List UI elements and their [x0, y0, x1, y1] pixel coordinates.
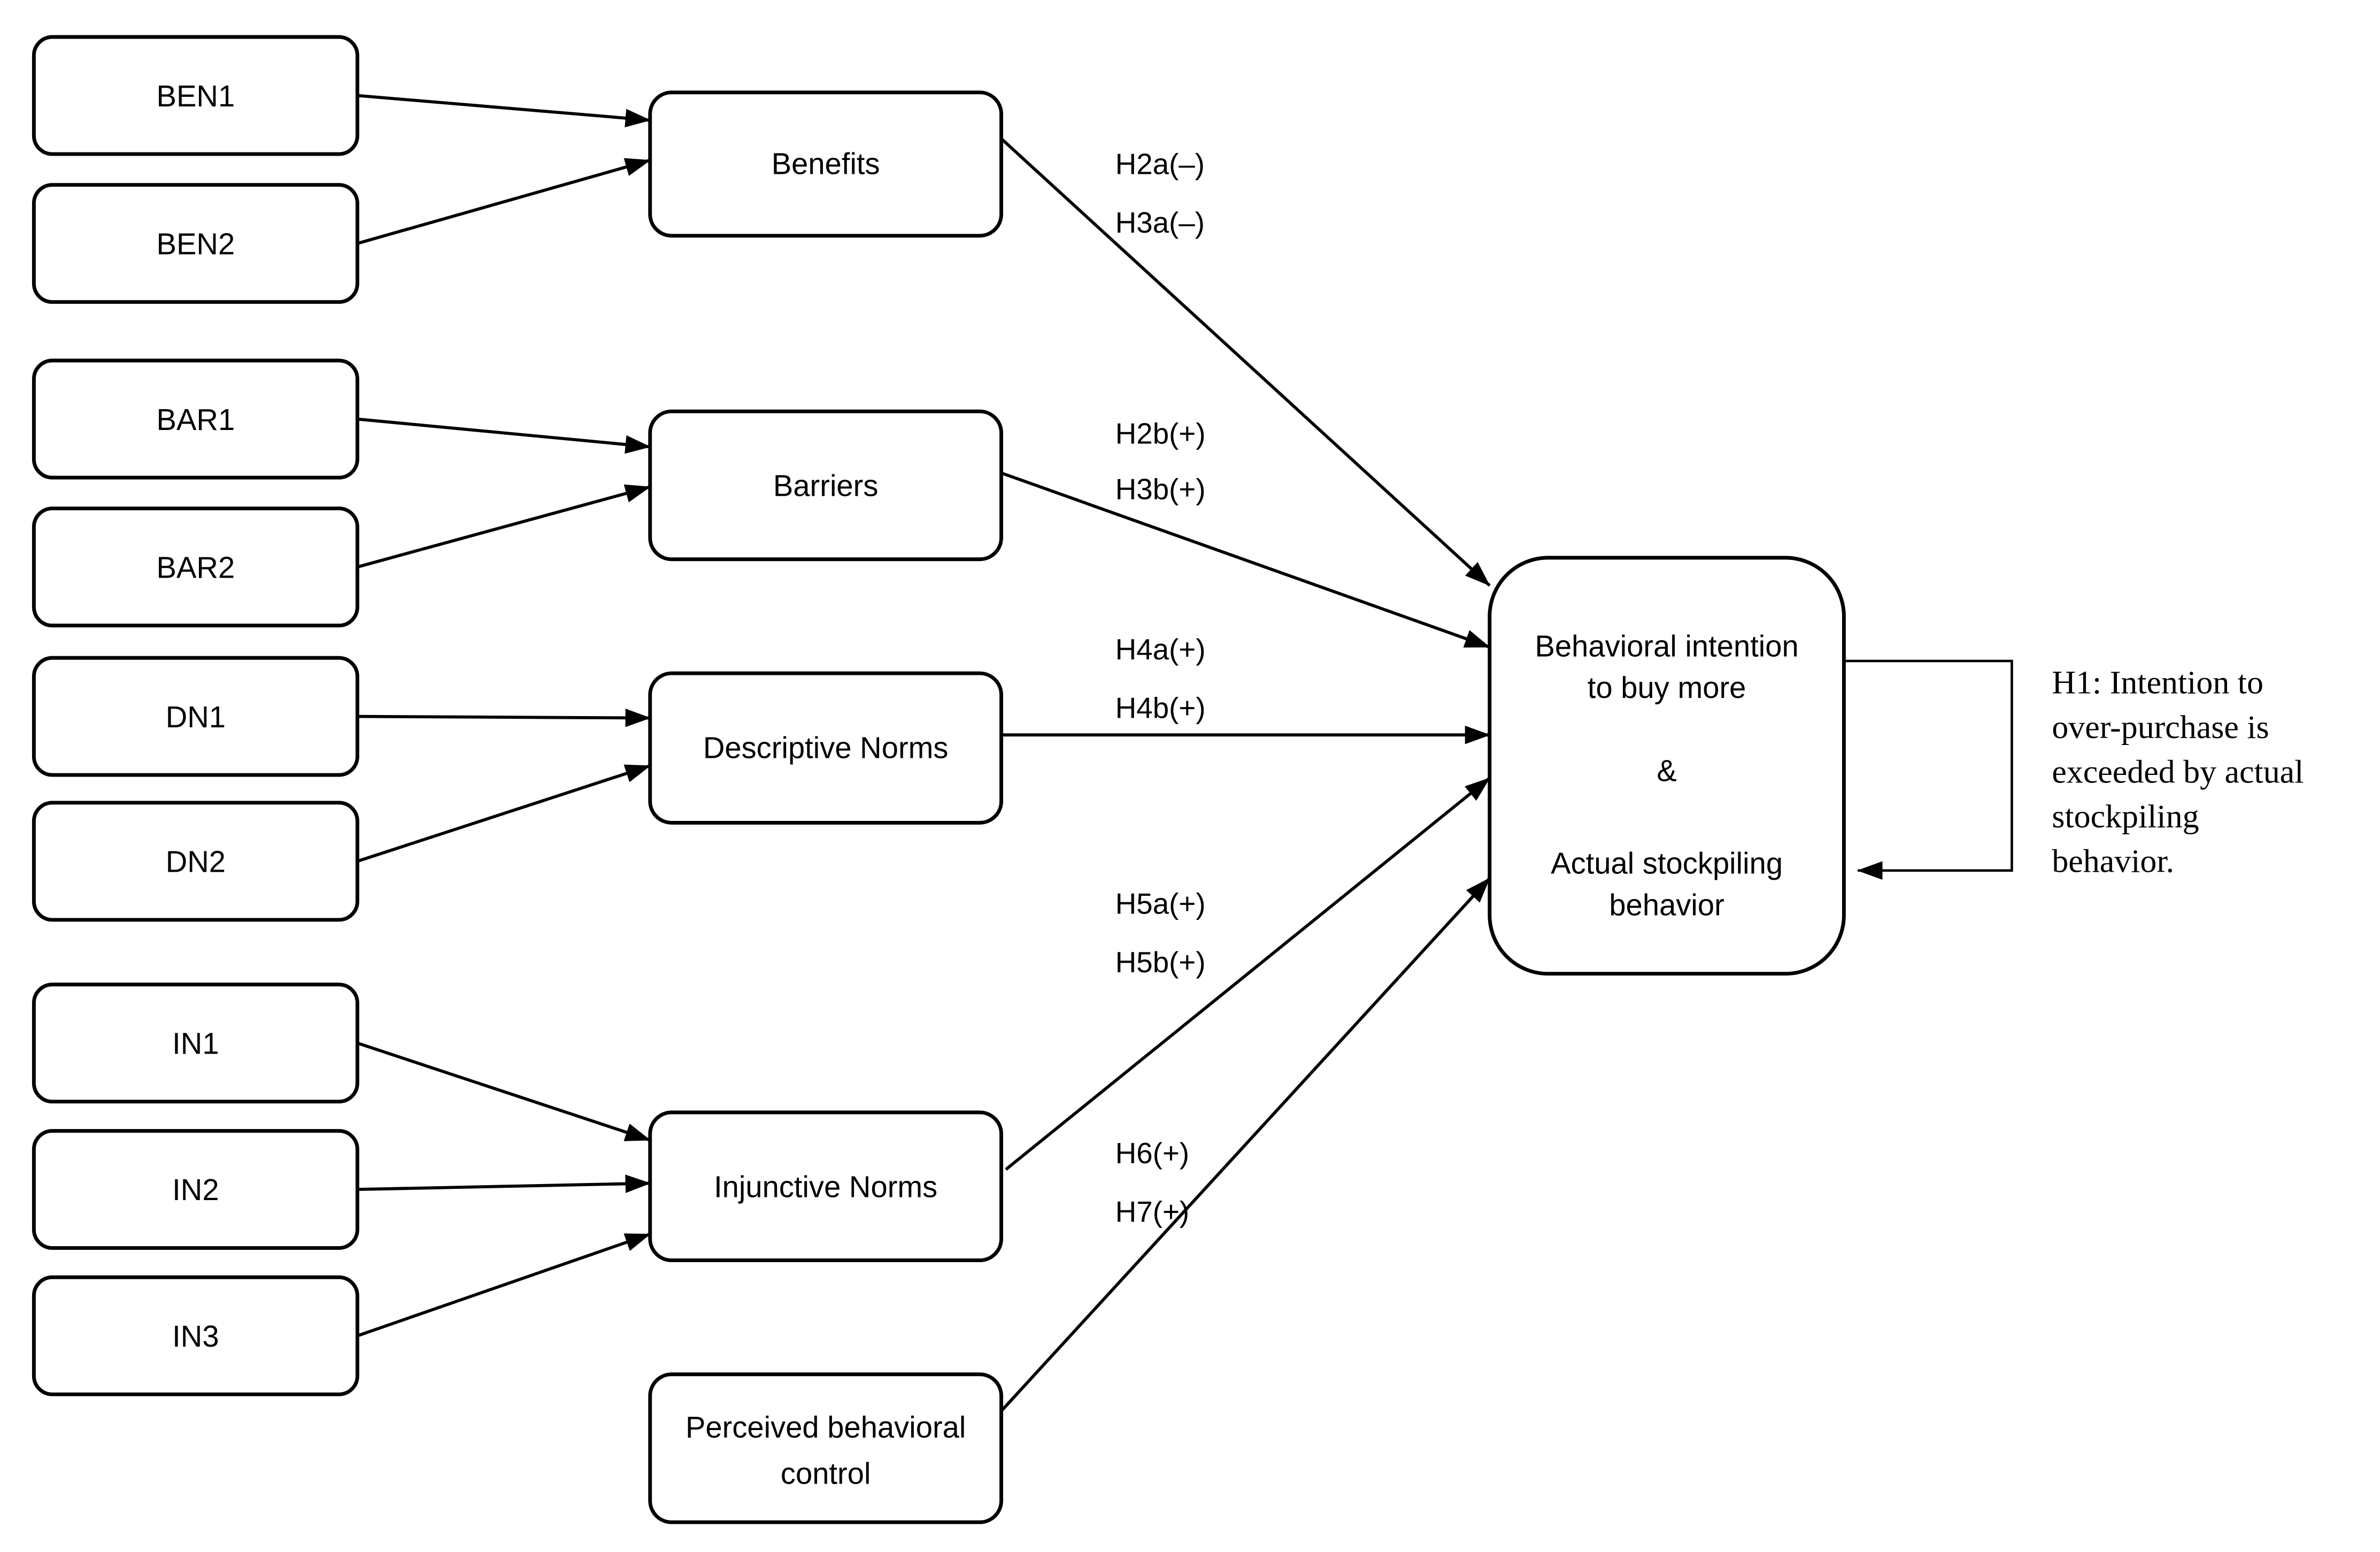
indicator-box-in3 [32, 1275, 359, 1396]
arrow-in3-to-injunctive-norms [357, 1232, 651, 1338]
arrow-ben1-to-benefits [357, 94, 651, 128]
outcome-label-ampersand: & [1657, 754, 1676, 788]
h1-annotation-line4: stockpiling [2052, 798, 2199, 835]
indicator-label-dn1: DN1 [166, 700, 226, 734]
construct-box-barriers [648, 409, 1004, 562]
indicator-box-bar1 [32, 358, 359, 480]
h1-feedback-loop-arrow [1844, 659, 2013, 880]
construct-box-descriptive-norms [648, 671, 1004, 825]
indicator-box-in1 [32, 982, 359, 1104]
arrow-barriers-to-outcome [1000, 471, 1491, 649]
arrow-bar2-to-barriers [357, 484, 651, 568]
hypothesis-label-h2b: H2b(+) [1115, 417, 1206, 450]
indicator-box-dn2 [32, 801, 359, 922]
construct-group: Benefits Barriers Descriptive Norms Inju… [648, 90, 1004, 1524]
indicator-box-ben2 [32, 183, 359, 304]
hypothesis-label-h4b: H4b(+) [1115, 691, 1206, 724]
construct-box-benefits [648, 90, 1004, 238]
arrow-in2-to-injunctive-norms [357, 1174, 651, 1193]
outcome-label-line4: Actual stockpiling [1551, 846, 1783, 880]
construct-label-barriers: Barriers [773, 469, 879, 503]
hypothesis-label-h3b: H3b(+) [1115, 472, 1206, 505]
construct-label-pbc-line1: Perceived behavioral [685, 1410, 966, 1444]
construct-label-descriptive-norms: Descriptive Norms [703, 731, 949, 764]
construct-box-pbc [648, 1372, 1004, 1524]
indicator-label-bar1: BAR1 [157, 403, 235, 436]
h1-annotation-line1: H1: Intention to [2052, 664, 2263, 701]
hypothesis-label-h7: H7(+) [1115, 1195, 1189, 1228]
hypothesis-label-h5a: H5a(+) [1115, 887, 1206, 920]
indicator-box-bar2 [32, 506, 359, 628]
indicator-label-in2: IN2 [172, 1173, 219, 1207]
indicator-box-dn1 [32, 656, 359, 777]
outcome-group: Behavioral intention to buy more & Actua… [1488, 556, 1846, 976]
indicator-label-bar2: BAR2 [157, 550, 235, 584]
hypothesis-label-h5b: H5b(+) [1115, 946, 1206, 979]
outcome-box [1488, 556, 1846, 976]
indicator-box-in2 [32, 1129, 359, 1250]
indicator-group: BEN1 BEN2 BAR1 BAR2 DN1 DN2 IN1 IN2 IN3 [32, 35, 359, 1396]
indicator-label-ben2: BEN2 [157, 227, 235, 260]
hypothesis-labels-group: H2a(–) H3a(–) H2b(+) H3b(+) H4a(+) H4b(+… [1115, 148, 1206, 1228]
indicator-box-ben1 [32, 35, 359, 156]
arrow-in1-to-injunctive-norms [357, 1041, 651, 1142]
arrow-bar1-to-barriers [357, 417, 651, 454]
arrow-dn2-to-descriptive-norms [357, 764, 651, 863]
outcome-label-line1: Behavioral intention [1535, 629, 1799, 663]
hypothesis-label-h2a: H2a(–) [1115, 148, 1205, 181]
indicator-label-ben1: BEN1 [157, 79, 235, 113]
h1-annotation-line2: over-purchase is [2052, 709, 2269, 746]
h1-annotation: H1: Intention to over-purchase is exceed… [2052, 664, 2304, 879]
indicator-label-dn2: DN2 [166, 845, 226, 879]
arrow-pbc-to-outcome [997, 877, 1491, 1416]
indicator-label-in1: IN1 [172, 1027, 219, 1061]
construct-label-injunctive-norms: Injunctive Norms [714, 1170, 937, 1203]
h1-annotation-line5: behavior. [2052, 843, 2174, 880]
arrow-injunctive-norms-to-outcome [1005, 777, 1491, 1171]
outcome-label-line2: to buy more [1588, 671, 1746, 704]
hypothesis-label-h4a: H4a(+) [1115, 633, 1206, 666]
arrow-benefits-to-outcome [1000, 137, 1491, 587]
hypothesis-label-h3a: H3a(–) [1115, 206, 1205, 239]
indicator-label-in3: IN3 [172, 1319, 219, 1353]
hypothesis-label-h6: H6(+) [1115, 1136, 1189, 1170]
h1-annotation-line3: exceeded by actual [2052, 754, 2304, 790]
outcome-label-line5: behavior [1609, 888, 1724, 921]
arrow-dn1-to-descriptive-norms [357, 708, 651, 727]
construct-label-benefits: Benefits [772, 147, 880, 181]
construct-label-pbc-line2: control [781, 1456, 871, 1490]
arrow-ben2-to-benefits [357, 158, 651, 245]
construct-box-injunctive-norms [648, 1110, 1004, 1263]
